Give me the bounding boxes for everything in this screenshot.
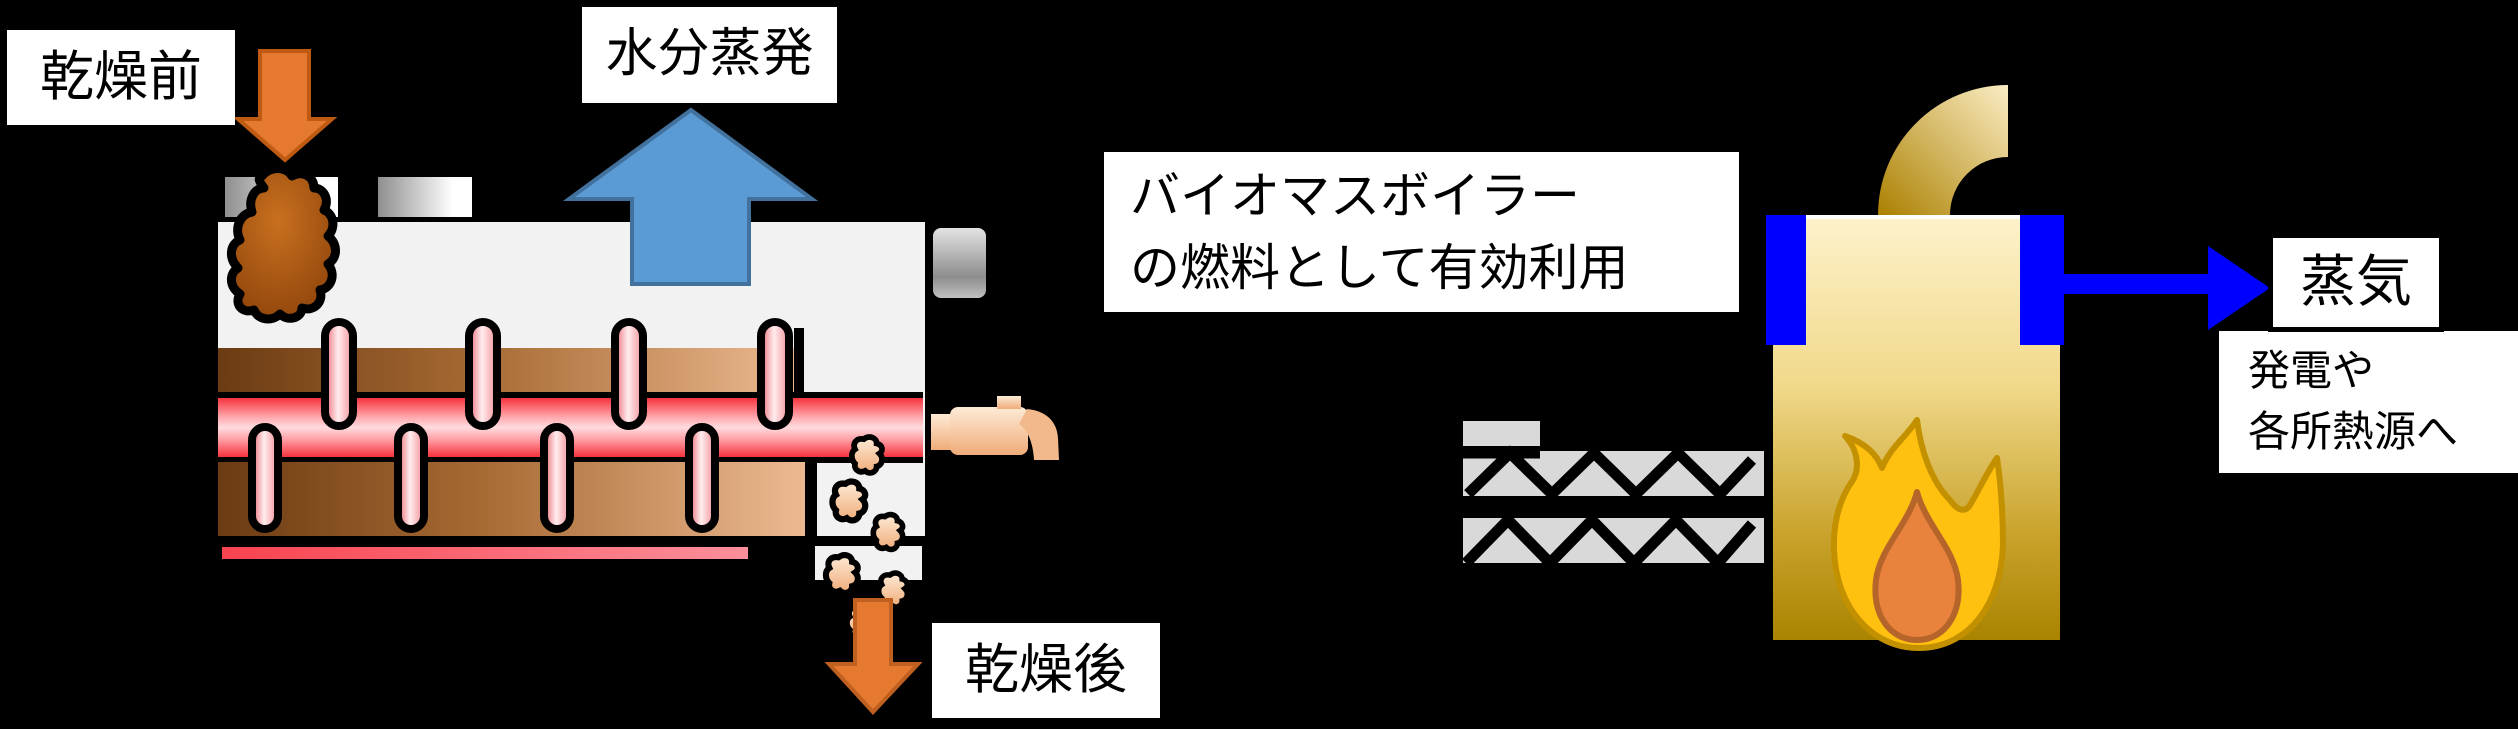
usage-line-1: 発電や [2248,347,2375,395]
paddle-pin [611,318,647,430]
label-steam: 蒸気 [2268,233,2444,332]
usage-line-2: 各所熱源へ [2248,408,2459,455]
down-arrow-icon [232,49,338,163]
label-before-drying: 乾燥前 [7,30,235,125]
paddle-pin [321,318,357,430]
material-bed-upper [218,348,800,392]
label-moisture-evaporation: 水分蒸発 [582,7,837,103]
chimney-icon [1878,85,2008,215]
note-biomass-boiler-fuel: バイオマスボイラー の燃料として有効利用 [1104,152,1739,312]
boiler-top-highlight [1806,215,2020,219]
boiler-water-port-left [1766,215,1806,345]
flame-icon [1830,417,2006,651]
paddle-pin [685,423,719,533]
steam-arrow-icon [2062,246,2270,330]
paddle-pin [465,318,501,430]
material-bed-lower-edge [805,462,817,536]
dryer-side-drum [933,228,986,298]
label-steam-usage: 発電や 各所熱源へ [2219,331,2518,473]
paddle-pin [540,423,574,533]
dryer-base-heater-bar [222,547,748,559]
drain-pipe-icon [931,396,1059,460]
screw-conveyor-cap [1463,421,1540,446]
up-arrow-icon [562,107,819,286]
note-line-2: の燃料として有効利用 [1130,240,1629,296]
down-arrow-icon [824,598,923,715]
screw-conveyor-icon [1462,445,1757,572]
label-after-drying: 乾燥後 [932,623,1160,718]
paddle-pin [757,318,793,430]
dryer-inlet-block [378,177,472,217]
wet-material-cloud-icon [227,164,340,324]
material-bed-upper-edge [794,328,804,392]
note-line-1: バイオマスボイラー [1130,167,1580,224]
boiler-water-port-right [2020,215,2064,345]
paddle-pin [394,423,428,533]
paddle-pin [248,423,282,533]
